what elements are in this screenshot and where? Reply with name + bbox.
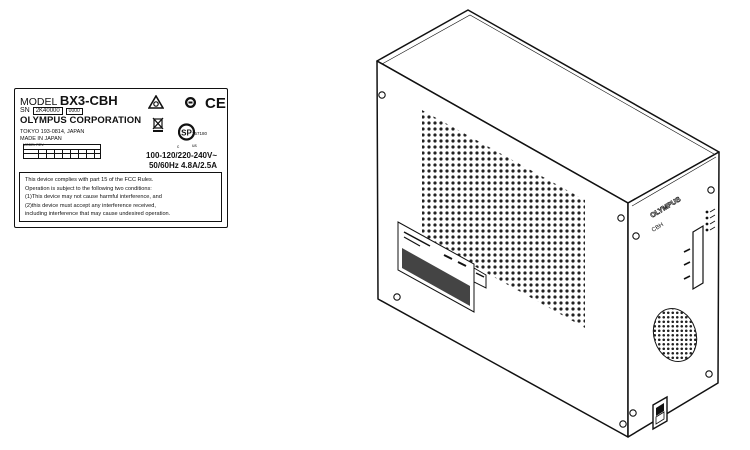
- panel-screws: [378, 91, 715, 428]
- circle-mark-icon: [185, 97, 196, 108]
- serial-number-line: SN 2K40000 0000: [20, 107, 83, 115]
- sn-extra: 0000: [65, 108, 83, 115]
- ce-mark-icon: CE: [205, 95, 226, 112]
- csa-mark-icon: SP: [178, 123, 195, 141]
- ventilation-holes: [422, 110, 585, 328]
- fcc-statement: This device complies with part 15 of the…: [19, 172, 222, 222]
- sn-prefix: SN: [20, 107, 30, 114]
- fcc-line: including interference that may cause un…: [25, 211, 171, 218]
- csa-us-label: us: [192, 143, 197, 148]
- device-model: CBH: [651, 222, 665, 234]
- crossed-bin-icon: [152, 117, 164, 132]
- manufacturer-address: TOKYO 193-0814, JAPAN: [20, 129, 85, 135]
- revision-grid: [23, 144, 101, 159]
- sn-value: 2K40000: [32, 107, 63, 115]
- csa-number: 257180: [192, 131, 208, 136]
- indicator-leds: [705, 208, 716, 232]
- warning-triangle-icon: [148, 95, 164, 109]
- manufacturer-name: OLYMPUS CORPORATION: [20, 115, 142, 126]
- model-prefix: MODEL: [20, 96, 57, 108]
- rating-voltage: 100-120/220-240V~: [146, 151, 217, 160]
- model-name: BX3-CBH: [59, 93, 118, 108]
- model-line: MODEL BX3-CBH: [20, 94, 118, 108]
- power-switch-icon[interactable]: [652, 395, 668, 431]
- rating-label-plate: MODEL BX3-CBH SN 2K40000 0000 OLYMPUS CO…: [14, 88, 228, 228]
- country-of-origin: MADE IN JAPAN: [20, 136, 62, 142]
- connector-slot: [692, 224, 704, 291]
- revision-grid-header: MODEL REV.: [23, 143, 45, 147]
- svg-text:SP: SP: [181, 129, 192, 138]
- fcc-line: Operation is subject to the following tw…: [25, 185, 152, 192]
- fcc-line: This device complies with part 15 of the…: [25, 177, 154, 183]
- fcc-line: (2)this device must accept any interfere…: [25, 202, 156, 209]
- fcc-line: (1)This device may not cause harmful int…: [25, 194, 162, 201]
- side-rating-label: [397, 221, 487, 313]
- csa-c-label: c: [177, 144, 180, 149]
- slot-markers: [683, 248, 691, 280]
- rating-frequency: 50/60Hz 4.8A/2.5A: [148, 161, 217, 170]
